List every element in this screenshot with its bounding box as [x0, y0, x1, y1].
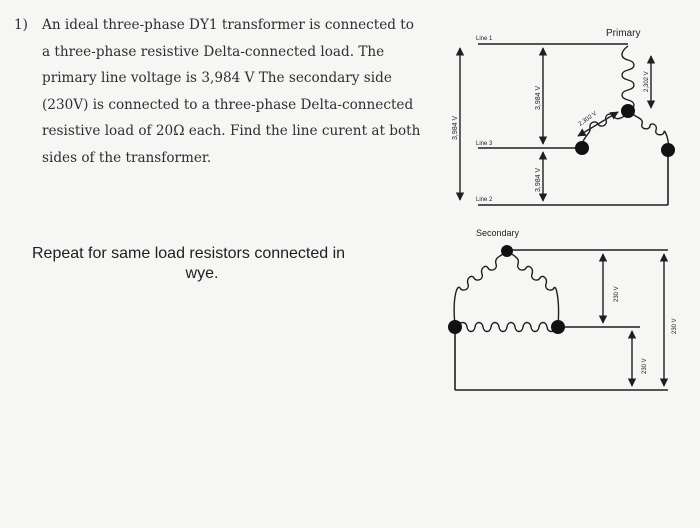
sec-coil-bottom: [455, 321, 558, 333]
problem-line-3: primary line voltage is 3,984 V The seco…: [42, 70, 392, 86]
line-1-label: Line 1: [476, 36, 493, 42]
primary-title: Primary: [606, 28, 640, 39]
problem-line-2: a three-phase resistive Delta-connected …: [42, 43, 385, 60]
secondary-circuit: [454, 249, 668, 391]
problem-line-5: resistive load of 20Ω each. Find the lin…: [42, 123, 421, 139]
primary-voltage-arrows: [455, 47, 656, 202]
sec-left-node: [448, 320, 462, 334]
repeat-line-1: Repeat for same load resistors connected…: [32, 245, 346, 262]
sec-coil-right: [508, 251, 560, 327]
secondary-nodes: [448, 245, 565, 334]
sec-top-node: [501, 245, 513, 257]
v-coil-right-label: 2,302 V: [644, 71, 650, 92]
secondary-title: Secondary: [476, 228, 520, 238]
coil-right-diagonal: [629, 111, 670, 151]
primary-wye-coils: [581, 45, 670, 151]
neutral-node: [621, 104, 635, 118]
v-sec-top-label: 230 V: [614, 286, 620, 302]
coil-vertical: [621, 45, 635, 111]
line-3-node: [575, 141, 589, 155]
problem-number: 1): [14, 17, 28, 33]
line-2-label: Line 2: [476, 197, 493, 203]
v-mid-top-label: 3,984 V: [535, 86, 542, 110]
sec-coil-left: [453, 251, 508, 327]
primary-nodes: [575, 104, 675, 157]
v-left-label: 3,984 V: [452, 116, 459, 140]
problem-line-1: An ideal three-phase DY1 transformer is …: [42, 17, 414, 33]
line-3-label: Line 3: [476, 141, 493, 147]
primary-circuit: [478, 43, 669, 206]
sec-right-node: [551, 320, 565, 334]
v-mid-bottom-label: 3,984 V: [535, 168, 542, 192]
problem-line-4: (230V) is connected to a three-phase Del…: [42, 96, 414, 113]
line-2-node: [661, 143, 675, 157]
repeat-instruction: Repeat for same load resistors connected…: [32, 244, 372, 284]
repeat-line-2: wye.: [185, 265, 219, 282]
secondary-voltage-arrows: [598, 253, 669, 387]
v-sec-right-label: 230 V: [672, 318, 678, 334]
coil-left-diagonal: [581, 111, 629, 147]
problem-line-6: sides of the transformer.: [42, 149, 212, 166]
v-sec-bottom-label: 230 V: [642, 358, 648, 374]
secondary-delta-coils: [453, 251, 560, 333]
